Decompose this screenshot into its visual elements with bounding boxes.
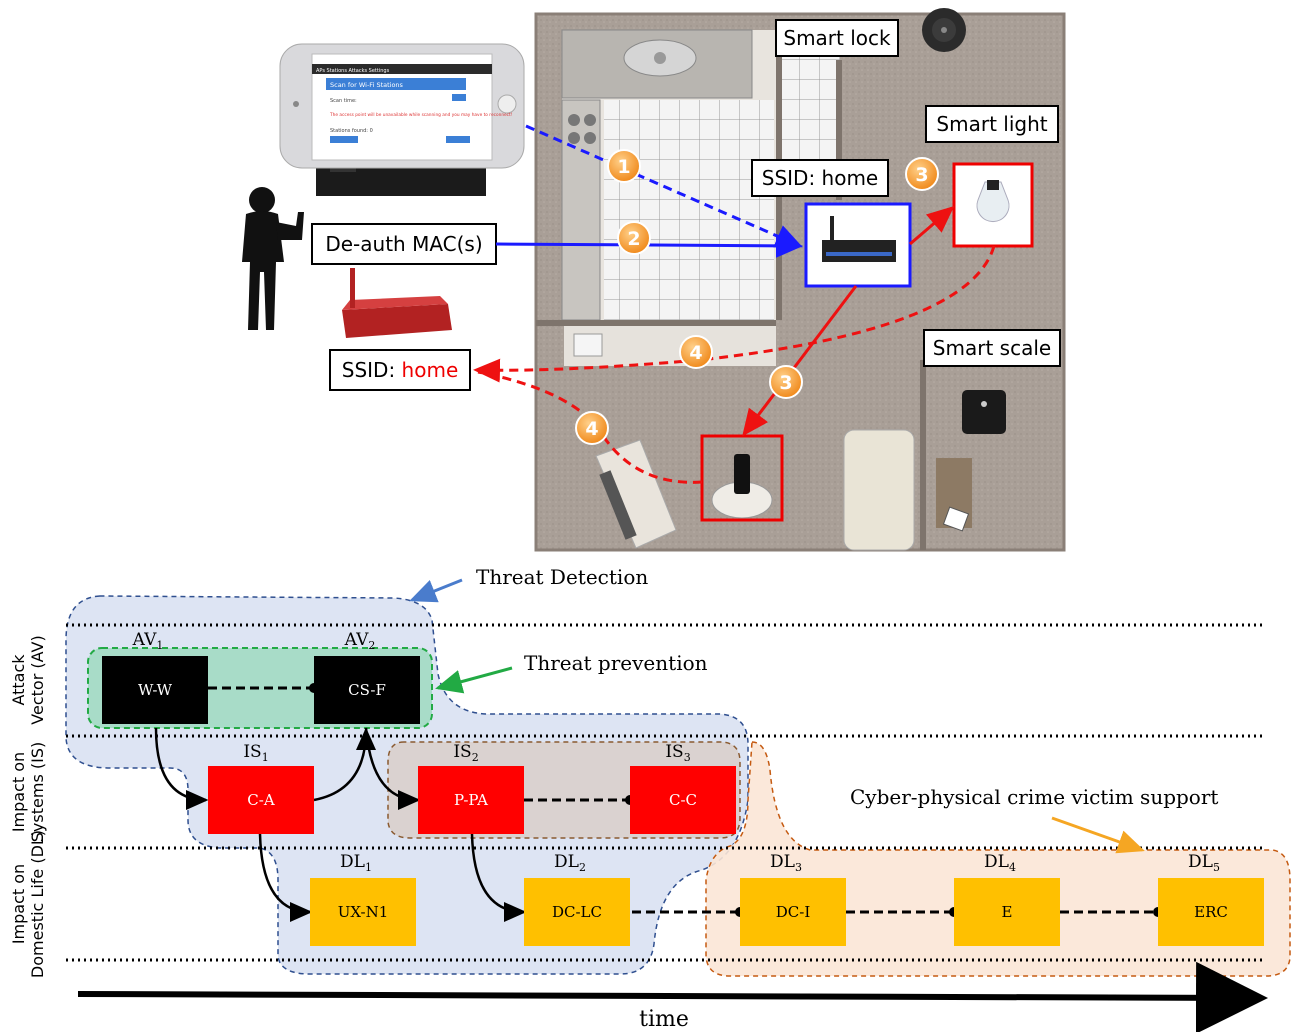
svg-text:DL3: DL3 (770, 852, 802, 874)
node-is2: P-PA IS2 (418, 742, 524, 834)
threat-prevention-pointer (435, 666, 513, 694)
step-badge: 1 (607, 149, 641, 183)
time-label: time (639, 1007, 689, 1032)
smart-light-label: Smart light (936, 112, 1047, 136)
arrow-step-4-light (473, 245, 996, 383)
threat-detection-label: Threat Detection (476, 565, 648, 589)
phone-title: Scan for Wi-Fi Stations (330, 81, 404, 89)
time-axis: time (77, 961, 1268, 1032)
row-label-av: AttackVector (AV) (9, 635, 47, 724)
svg-text:E: E (1002, 903, 1013, 921)
rogue-ssid-label: SSID: home (342, 358, 459, 382)
step-badge: 4 (679, 335, 713, 369)
node-is3: C-C IS3 (630, 742, 736, 834)
step-badges: 1 2 3 4 3 4 (575, 149, 939, 445)
svg-text:UX-N1: UX-N1 (338, 903, 389, 921)
svg-text:1: 1 (617, 156, 630, 178)
armchair (843, 429, 915, 551)
rogue-router-icon (342, 268, 452, 338)
attacker-phone: APs Stations Attacks Settings Scan for W… (279, 43, 525, 196)
svg-text:CS-F: CS-F (348, 681, 386, 699)
row-labels: AttackVector (AV) Impact onSystems (IS) … (9, 635, 47, 978)
row-label-dl: Impact onDomestic Life (DL) (9, 830, 47, 978)
smart-speaker-icon (734, 454, 750, 494)
svg-text:IS3: IS3 (665, 742, 690, 764)
svg-text:P-PA: P-PA (454, 791, 488, 809)
node-dl2: DC-LC DL2 (524, 852, 630, 946)
victim-support-label: Cyber-physical crime victim support (850, 785, 1218, 809)
dashed-connectors (208, 686, 1158, 914)
svg-text:C-A: C-A (247, 791, 275, 809)
threat-prevention-label: Threat prevention (524, 651, 708, 675)
phone-warning: The access point will be unavailable whi… (329, 112, 513, 118)
step-badge: 2 (617, 221, 651, 255)
top-labels: Smart lock Smart light SSID: home Smart … (311, 19, 1061, 391)
kitchen-tiles (604, 100, 774, 330)
svg-text:DL2: DL2 (554, 852, 586, 874)
svg-text:3: 3 (915, 164, 928, 186)
phone-scan-time: Scan time: (330, 98, 357, 104)
smart-lock-label-box (775, 19, 899, 57)
svg-text:IS2: IS2 (453, 742, 478, 764)
smart-scale-label-box (923, 329, 1061, 367)
svg-text:DL5: DL5 (1188, 852, 1220, 874)
smart-scale-label: Smart scale (933, 336, 1051, 360)
arrow-step-4-speaker (477, 370, 703, 484)
smart-light-label-box (925, 105, 1059, 143)
smart-speaker-box (700, 434, 784, 522)
arrow-step-3-speaker (742, 285, 858, 437)
svg-text:ERC: ERC (1194, 903, 1228, 921)
svg-text:2: 2 (627, 228, 640, 250)
ssid-home-label: SSID: home (762, 166, 878, 190)
region-labels: Threat Detection Threat prevention Cyber… (409, 565, 1218, 854)
svg-text:AV1: AV1 (132, 630, 164, 652)
side-counter (561, 99, 601, 321)
node-dl4: E DL4 (954, 852, 1060, 946)
svg-text:DC-I: DC-I (776, 903, 811, 921)
phone-found: Stations found: 0 (330, 128, 373, 134)
nodes: W-W AV1 CS-F AV2 C-A IS1 P-PA IS2 C-C IS… (102, 630, 1264, 946)
causal-arrows (154, 727, 527, 922)
victim-support-region (705, 741, 1291, 977)
home-router-icon (822, 240, 896, 262)
step-badge: 3 (905, 157, 939, 191)
floor-plan (534, 8, 1066, 552)
svg-text:IS1: IS1 (243, 742, 268, 764)
svg-text:AV2: AV2 (344, 630, 376, 652)
node-dl5: ERC DL5 (1158, 852, 1264, 946)
row-lines (66, 623, 1262, 962)
svg-text:DC-LC: DC-LC (552, 903, 602, 921)
svg-text:DL1: DL1 (340, 852, 372, 874)
smart-scale-device (962, 390, 1006, 434)
phone-tabs: APs Stations Attacks Settings (316, 68, 390, 74)
node-av2: CS-F AV2 (314, 630, 420, 724)
step-badge: 3 (769, 365, 803, 399)
victim-support-pointer (1051, 816, 1145, 854)
smart-light-icon (976, 181, 1010, 222)
svg-text:3: 3 (779, 372, 792, 394)
svg-text:C-C: C-C (669, 791, 697, 809)
node-is1: C-A IS1 (208, 742, 314, 834)
arrow-step-1 (525, 124, 803, 248)
node-av1: W-W AV1 (102, 630, 208, 724)
step-badge: 4 (575, 411, 609, 445)
row-label-is: Impact onSystems (IS) (9, 742, 47, 842)
ssid-home-label-box (751, 159, 889, 197)
deauth-label: De-auth MAC(s) (325, 232, 482, 256)
threat-detection-pointer (409, 578, 463, 603)
arrow-step-3-light (909, 206, 955, 246)
svg-text:DL4: DL4 (984, 852, 1016, 874)
node-dl3: DC-I DL3 (740, 852, 846, 946)
svg-text:4: 4 (689, 342, 702, 364)
rogue-ssid-label-box (329, 349, 471, 391)
deauth-label-box (311, 223, 497, 265)
svg-text:W-W: W-W (138, 681, 173, 699)
attacker-silhouette (242, 187, 304, 330)
node-dl1: UX-N1 DL1 (310, 852, 416, 946)
smart-lock-label: Smart lock (783, 26, 891, 50)
svg-text:4: 4 (585, 418, 598, 440)
